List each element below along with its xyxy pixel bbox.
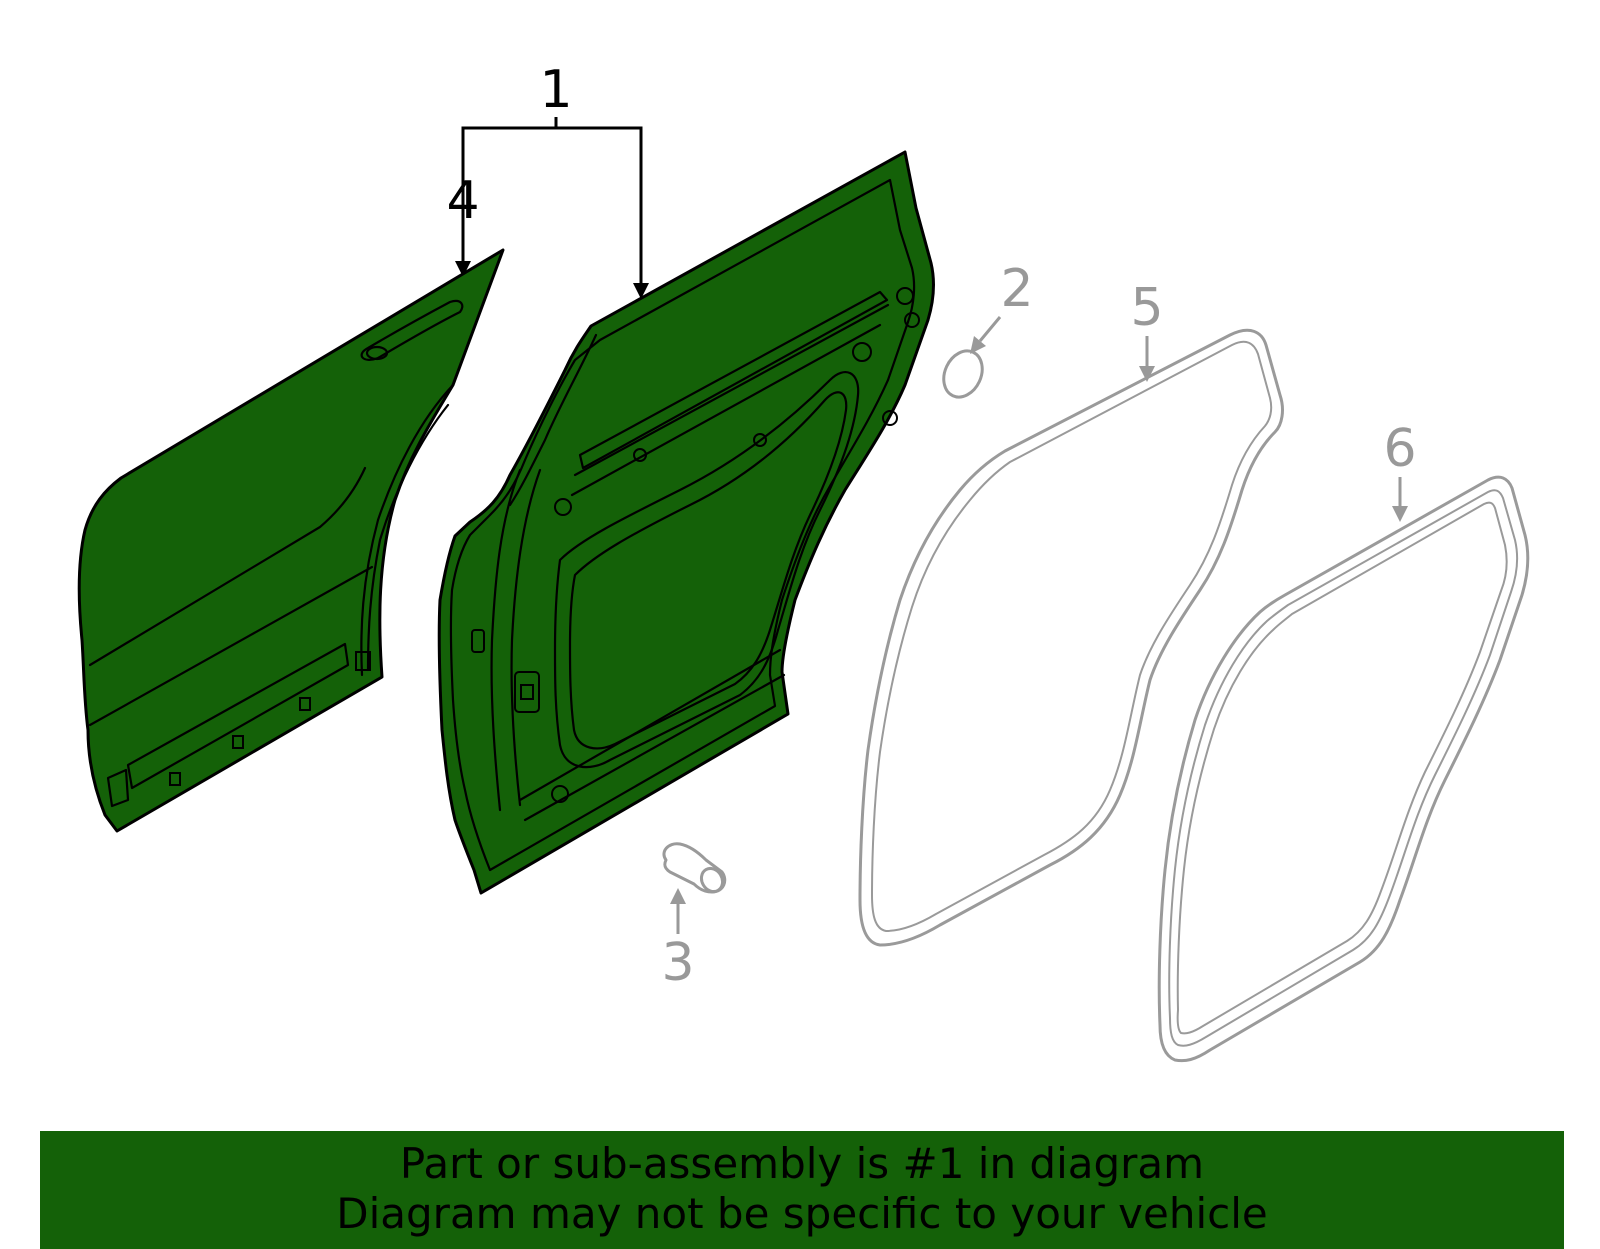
callout-1-bracket xyxy=(461,117,643,287)
door-outer-skin xyxy=(77,248,505,833)
door-shell-hole-8 xyxy=(753,433,767,447)
callout-2-group: 2 xyxy=(942,259,1034,399)
callout-2-label: 2 xyxy=(1000,259,1033,319)
door-outer-skin-lower-crease xyxy=(88,565,374,727)
door-shell-hole-2 xyxy=(904,312,920,328)
door-shell-hole-1 xyxy=(896,287,914,305)
door-outer-skin-slot-1 xyxy=(299,697,311,711)
weatherstrip-part-6 xyxy=(1157,475,1530,1063)
door-shell-hinge-pillar-2 xyxy=(510,468,542,807)
callout-5-label: 5 xyxy=(1130,278,1163,338)
door-outer-skin-hem-1 xyxy=(366,403,450,672)
callout-6-label: 6 xyxy=(1383,419,1416,479)
door-shell-hinge-pillar xyxy=(490,468,522,812)
door-outer-skin-crease xyxy=(88,466,367,667)
callout-4-arrowhead xyxy=(455,261,471,277)
callout-2-leader xyxy=(978,316,1002,342)
weatherstrip-6-outer xyxy=(1157,475,1530,1063)
door-outer-skin-inner-edge xyxy=(360,383,455,677)
door-shell-hole-6 xyxy=(551,785,569,803)
banner-line-1: Part or sub-assembly is #1 in diagram xyxy=(399,1139,1205,1188)
callout-5-group: 5 xyxy=(1130,278,1164,382)
bumper-part-3 xyxy=(662,842,727,894)
callout-4-label: 4 xyxy=(446,171,479,231)
door-outer-skin-slot-4 xyxy=(355,651,371,671)
door-shell-hole-5 xyxy=(554,498,572,516)
weatherstrip-part-5 xyxy=(858,328,1284,947)
callout-3-arrowhead xyxy=(670,888,686,904)
callout-6-arrowhead xyxy=(1392,506,1408,522)
door-outer-skin-slot-3 xyxy=(169,772,181,786)
door-shell-hole-4 xyxy=(882,410,898,426)
door-outer-skin-hem-strip xyxy=(126,642,350,790)
weatherstrip-5-inner xyxy=(871,340,1273,932)
callout-1-group: 1 xyxy=(461,60,649,299)
callout-6-group: 6 xyxy=(1383,419,1417,522)
door-shell-hole-7 xyxy=(633,448,647,462)
door-outer-skin-hem-strip-2 xyxy=(106,768,130,808)
door-shell-upper-frame-edge xyxy=(508,333,598,507)
weatherstrip-6-inner-2 xyxy=(1176,501,1508,1035)
bumper-part-3-end xyxy=(699,866,725,894)
info-banner: Part or sub-assembly is #1 in diagram Di… xyxy=(40,1131,1564,1249)
callout-1-arrowhead xyxy=(633,283,649,299)
door-outer-skin-handle xyxy=(360,299,464,361)
weatherstrip-5-outer xyxy=(858,328,1284,947)
door-shell-access-hole xyxy=(553,371,860,769)
callout-2-arrowhead xyxy=(970,336,986,354)
weatherstrip-6-inner-1 xyxy=(1168,489,1519,1047)
door-shell-access-hole-inner xyxy=(568,391,848,750)
door-outer-skin-handle-pocket xyxy=(365,345,389,361)
callout-1-label: 1 xyxy=(539,60,572,120)
door-shell-assembly xyxy=(437,150,935,895)
callout-5-arrowhead xyxy=(1139,366,1155,382)
door-shell-slot-1 xyxy=(471,629,485,653)
door-outer-skin-body xyxy=(77,248,505,833)
callout-4-group: 4 xyxy=(446,171,480,277)
callout-3-group: 3 xyxy=(661,842,727,993)
door-shell-body xyxy=(437,150,935,895)
door-shell-inner-frame xyxy=(449,178,916,872)
door-shell-latch xyxy=(514,671,540,713)
callout-3-label: 3 xyxy=(661,933,694,993)
door-shell-hole-3 xyxy=(852,342,872,362)
banner-line-2: Diagram may not be specific to your vehi… xyxy=(336,1189,1268,1238)
plug-part-2 xyxy=(942,349,984,399)
door-shell-latch-inner xyxy=(520,684,534,700)
door-shell-window-rail xyxy=(578,290,889,470)
door-shell-belt-line xyxy=(570,303,890,497)
door-outer-skin-slot-2 xyxy=(232,735,244,749)
